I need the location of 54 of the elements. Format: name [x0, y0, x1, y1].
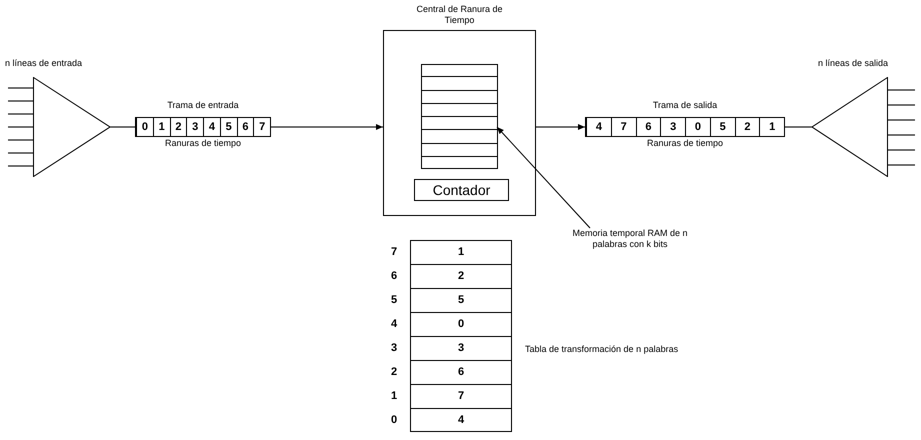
- demultiplexer-triangle: [812, 77, 888, 177]
- leader-line: [496, 126, 590, 228]
- time-slot-cell: 3: [186, 118, 203, 136]
- row-index: 5: [391, 293, 398, 308]
- lines-label: n líneas de entrada: [5, 59, 82, 68]
- memory-note: Memoria temporal RAM de n palabras con k bits: [555, 228, 705, 254]
- row-value: 1: [458, 245, 464, 260]
- row-value: 6: [458, 365, 464, 380]
- signal-line: [8, 126, 34, 128]
- time-slot-cell: 7: [253, 118, 270, 136]
- row-index: 3: [391, 341, 398, 356]
- signal-line: [888, 134, 916, 136]
- time-slot-cell: 0: [136, 118, 153, 136]
- time-slot-cell: 4: [586, 118, 611, 136]
- time-slot-cell: 6: [236, 118, 254, 136]
- time-slot-cell: 5: [710, 118, 734, 136]
- time-slot-cell: 0: [685, 118, 710, 136]
- counter-box: Contador: [414, 179, 509, 201]
- row-index: 2: [391, 365, 398, 380]
- time-slot-cell: 6: [636, 118, 660, 136]
- time-slot-cell: 2: [170, 118, 186, 136]
- row-value: 4: [458, 413, 464, 428]
- time-slot-cell: 7: [610, 118, 636, 136]
- time-slot-cell: 4: [203, 118, 220, 136]
- signal-line: [888, 104, 916, 106]
- frame-caption: Ranuras de tiempo: [646, 139, 724, 148]
- row-value: 3: [458, 341, 464, 356]
- row-index: 7: [391, 245, 398, 260]
- row-value: 0: [458, 317, 464, 332]
- time-slot-cell: 5: [220, 118, 236, 136]
- signal-line: [8, 152, 34, 154]
- time-slot-cell: 2: [734, 118, 760, 136]
- row-index: 4: [391, 317, 398, 332]
- row-value: 2: [458, 269, 464, 284]
- frame-caption: Ranuras de tiempo: [164, 139, 242, 148]
- connector-arrow: [270, 124, 384, 130]
- switch-title: Central de Ranura de Tiempo: [415, 4, 504, 26]
- multiplexer-triangle: [33, 77, 110, 177]
- signal-line: [8, 100, 34, 102]
- ram-memory-block: [421, 64, 498, 169]
- frame-title: Trama de entrada: [166, 101, 240, 110]
- row-index: 1: [391, 389, 398, 404]
- time-slot-cell: 1: [152, 118, 170, 136]
- frame-title: Trama de salida: [652, 101, 718, 110]
- connector-arrow: [536, 124, 586, 130]
- row-value: 7: [458, 389, 464, 404]
- time-slot-cell: 1: [759, 118, 784, 136]
- row-index: 6: [391, 269, 398, 284]
- lines-label: n líneas de salida: [818, 59, 888, 68]
- row-index: 0: [391, 413, 398, 428]
- time-slot-cell: 3: [660, 118, 685, 136]
- table-caption: Tabla de transformación de n palabras: [525, 345, 678, 354]
- signal-line: [888, 164, 916, 166]
- row-value: 5: [458, 293, 464, 308]
